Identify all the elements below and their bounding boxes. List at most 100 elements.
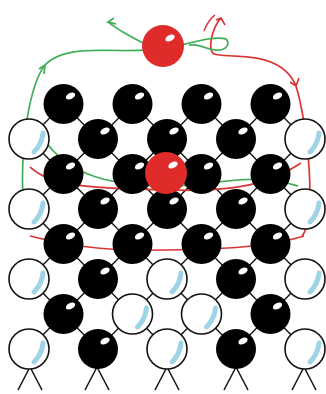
black-atom-body [181, 224, 222, 264]
white-atom [284, 258, 326, 300]
atom-highlight [272, 162, 283, 170]
atom-highlight [238, 197, 248, 205]
red-atoms [142, 25, 187, 194]
black-atom [112, 84, 153, 124]
black-atom [43, 154, 84, 194]
red-arrow-up-path [203, 14, 216, 32]
black-atom [147, 189, 187, 229]
atom-highlight [238, 337, 248, 345]
white-atom [8, 258, 50, 300]
white-atom-highlight [169, 340, 184, 365]
black-atom-body [147, 189, 187, 229]
center-red-atom-body [145, 152, 187, 194]
red-arrowhead-top [215, 16, 226, 26]
atom-highlight [100, 267, 110, 275]
atom-highlight [272, 92, 283, 100]
black-atom [43, 294, 84, 334]
black-atom-body [216, 259, 256, 299]
lattice-edge-bond [303, 366, 317, 391]
top-red-atom-body [142, 25, 184, 67]
white-atom [284, 118, 326, 160]
center-red-atom-highlight [168, 161, 178, 169]
green-arrow-left-path [107, 21, 146, 45]
black-atom [78, 259, 118, 299]
white-atom [8, 118, 50, 160]
atom-highlight [100, 197, 110, 205]
lattice-edge-bond [154, 366, 168, 391]
white-atom [146, 328, 188, 370]
black-atom-body [250, 294, 291, 334]
black-atom [250, 84, 291, 124]
center-red-atom [145, 152, 187, 194]
white-atom-highlight [31, 340, 46, 365]
atom-highlight [272, 302, 283, 310]
atom-highlight [65, 232, 76, 240]
black-atom-body [78, 189, 118, 229]
black-atom [216, 119, 256, 159]
black-atom [181, 154, 222, 194]
black-atom [181, 224, 222, 264]
black-atom [78, 119, 118, 159]
lattice-edge-bond [96, 366, 110, 391]
black-atom [216, 189, 256, 229]
black-atom-body [216, 189, 256, 229]
atom-highlight [134, 92, 145, 100]
green-arrowhead-left [105, 17, 117, 25]
lattice-edge-bond [17, 366, 31, 391]
lattice-edge-bond [291, 366, 305, 391]
white-atom-highlight [31, 270, 46, 295]
black-atom [112, 224, 153, 264]
atom-highlight [203, 232, 214, 240]
black-atom [112, 154, 153, 194]
lattice-edge-bond [84, 366, 98, 391]
lattice-atoms [8, 84, 326, 370]
green-loop-path [180, 37, 229, 51]
black-atom-body [112, 224, 153, 264]
atom-highlight [65, 92, 76, 100]
atom-highlight [203, 92, 214, 100]
atom-highlight [65, 162, 76, 170]
black-atom-body [250, 224, 291, 264]
black-atom [147, 119, 187, 159]
white-atom-highlight [204, 305, 218, 330]
white-atom-highlight [307, 130, 322, 155]
white-atom-highlight [307, 200, 322, 225]
black-atom-body [43, 154, 84, 194]
atom-highlight [100, 337, 110, 345]
top-red-atom [142, 25, 184, 67]
white-atom [284, 328, 326, 370]
atom-highlight [100, 127, 110, 135]
lattice-edge-bond [235, 366, 249, 391]
atom-highlight [134, 162, 145, 170]
lattice-edge-bond [29, 366, 43, 391]
lattice-edge-bond [166, 366, 180, 391]
black-atom [181, 84, 222, 124]
white-atom-highlight [307, 270, 322, 295]
black-atom [216, 329, 256, 369]
top-red-atom-highlight [165, 34, 175, 42]
white-atom [180, 293, 223, 335]
black-atom [78, 329, 118, 369]
red-arrowhead-right [289, 77, 300, 88]
black-atom [43, 224, 84, 264]
white-atom [284, 188, 326, 230]
white-atom-highlight [135, 305, 149, 330]
black-atom-body [250, 84, 291, 124]
white-atom-highlight [169, 270, 184, 295]
atom-highlight [65, 302, 76, 310]
atom-highlight [238, 267, 248, 275]
atom-highlight [134, 232, 145, 240]
atom-highlight [272, 232, 283, 240]
green-arrowhead-upper [38, 63, 47, 75]
black-atom-body [181, 84, 222, 124]
black-atom-body [78, 259, 118, 299]
atom-highlight [169, 197, 179, 205]
white-atom [8, 328, 50, 370]
atom-highlight [203, 162, 214, 170]
white-atom [8, 188, 50, 230]
black-atom [78, 189, 118, 229]
white-atom-highlight [31, 130, 46, 155]
atom-highlight [169, 127, 179, 135]
black-atom [250, 224, 291, 264]
black-atom-body [216, 119, 256, 159]
